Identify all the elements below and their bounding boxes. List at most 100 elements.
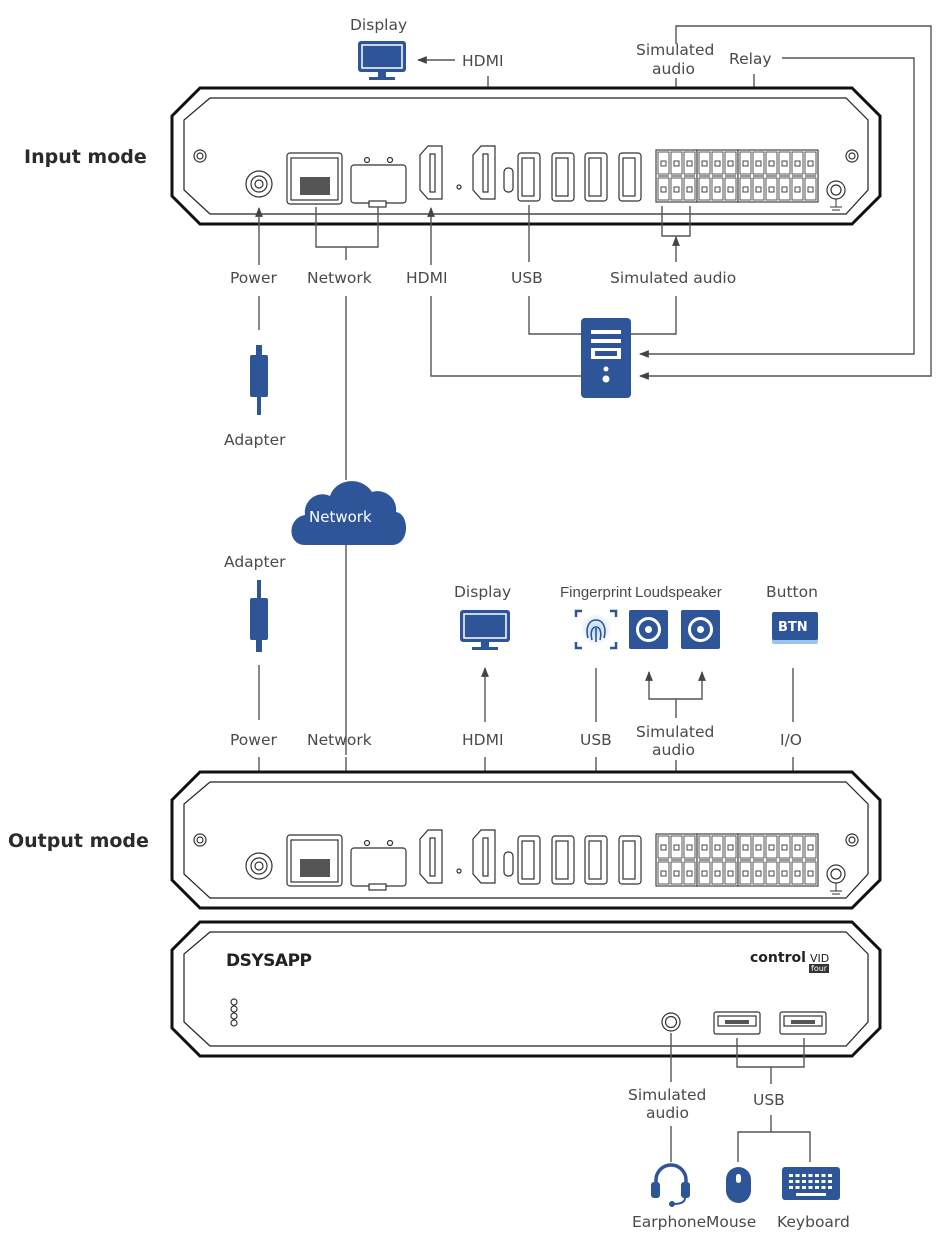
terminal-hole (742, 186, 749, 193)
keyboard-spacebar (796, 1193, 826, 1196)
terminal-hole (755, 844, 762, 851)
power-port (245, 170, 273, 198)
keyboard-key (815, 1180, 819, 1183)
terminal-hole (807, 844, 814, 851)
terminal-hole (673, 160, 680, 167)
model-badge-bg (809, 964, 829, 973)
keyboard-key (821, 1186, 826, 1189)
input-mode-label: Input mode (24, 146, 147, 168)
hdmi-port-2 (472, 829, 496, 884)
keyboard-key (795, 1186, 800, 1189)
output-sim-audio-label-1: Simulated (636, 723, 714, 741)
keyboard-key (789, 1174, 793, 1177)
terminal-hole (701, 160, 708, 167)
terminal-hole (781, 186, 788, 193)
fingerprint-icon (574, 609, 618, 650)
model-badge: four (811, 964, 828, 973)
terminal-hole (755, 870, 762, 877)
terminal-hole (755, 186, 762, 193)
input-hdmi-top-label: HDMI (462, 52, 504, 70)
hdmi-port-1 (419, 145, 443, 200)
keyboard-label: Keyboard (777, 1213, 850, 1231)
terminal-hole (714, 870, 721, 877)
output-mode-label: Output mode (8, 830, 149, 852)
terminal-hole (727, 870, 734, 877)
terminal-hole (755, 160, 762, 167)
wire (630, 296, 677, 335)
usb-ports (517, 835, 642, 885)
terminal-hole (714, 160, 721, 167)
mouse-icon (726, 1167, 751, 1203)
keyboard-key (808, 1180, 813, 1183)
terminal-hole (768, 870, 775, 877)
wire (661, 206, 691, 237)
button-label: Button (766, 583, 818, 601)
keyboard-key (802, 1174, 806, 1177)
terminal-hole (781, 844, 788, 851)
input-sim-audio-top-label-2: audio (652, 60, 695, 78)
keyboard-key (821, 1174, 826, 1177)
terminal-hole (701, 870, 708, 877)
keyboard-key (802, 1180, 806, 1183)
terminal-hole (807, 870, 814, 877)
terminal-hole (768, 844, 775, 851)
front-usb-port-1 (713, 1011, 761, 1035)
output-io-label: I/O (780, 731, 802, 749)
terminal-hole (742, 844, 749, 851)
input-network-label: Network (307, 269, 372, 287)
ground-terminal (826, 180, 846, 211)
keyboard-key (795, 1180, 800, 1183)
terminal-hole (727, 160, 734, 167)
status-leds (230, 998, 238, 1027)
keyboard-key (821, 1180, 826, 1183)
terminal-hole (660, 844, 667, 851)
hdmi-port-2 (472, 145, 496, 200)
terminal-hole (660, 160, 667, 167)
mouse-label: Mouse (706, 1213, 756, 1231)
input-hdmi-label: HDMI (406, 269, 448, 287)
keyboard-key (828, 1186, 832, 1189)
input-sim-audio-top-label-1: Simulated (636, 41, 714, 59)
terminal-hole (686, 844, 693, 851)
fingerprint-label: Fingerprint (560, 584, 633, 601)
display-icon (358, 41, 406, 80)
terminal-hole (660, 870, 667, 877)
input-display-label: Display (350, 16, 407, 34)
keyboard-key (808, 1174, 813, 1177)
terminal-hole (781, 160, 788, 167)
sfp-port (350, 839, 407, 891)
loudspeaker-label: Loudspeaker (635, 584, 722, 601)
front-usb-label: USB (753, 1091, 785, 1109)
output-adapter-label: Adapter (224, 553, 286, 571)
wire (645, 671, 677, 718)
terminal-hole (714, 186, 721, 193)
wire (676, 671, 706, 700)
input-power-label: Power (230, 269, 277, 287)
input-usb-label: USB (511, 269, 543, 287)
model-logo: control (750, 950, 806, 966)
output-power-label: Power (230, 731, 277, 749)
terminal-hole (686, 160, 693, 167)
power-port (245, 852, 273, 880)
keyboard-key (795, 1174, 800, 1177)
model-suffix: VID (810, 952, 829, 965)
terminal-hole (727, 186, 734, 193)
earphone-icon (651, 1163, 690, 1207)
keyboard-key (808, 1186, 813, 1189)
hdmi-port-1 (419, 829, 443, 884)
terminal-hole (807, 186, 814, 193)
brand-logo: DSYSAPP (226, 951, 312, 971)
keyboard-key (828, 1180, 832, 1183)
server-icon (581, 318, 631, 398)
terminal-hole (673, 844, 680, 851)
keyboard-key (815, 1174, 819, 1177)
terminal-hole (701, 186, 708, 193)
terminal-hole (794, 160, 801, 167)
usb-ports (517, 152, 642, 202)
terminal-hole (742, 870, 749, 877)
front-usb-port-2 (779, 1011, 827, 1035)
input-adapter-label: Adapter (224, 431, 286, 449)
terminal-hole (794, 844, 801, 851)
terminal-block (655, 833, 819, 887)
